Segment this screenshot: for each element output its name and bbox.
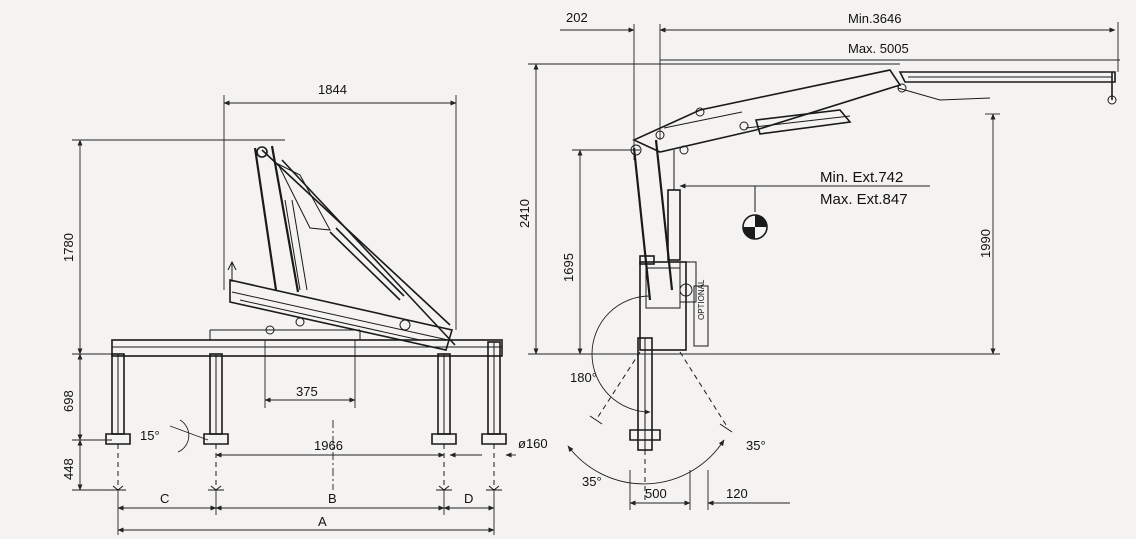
label-D: D xyxy=(464,491,473,506)
dim-375-label: 375 xyxy=(296,384,318,399)
dim-698-label: 698 xyxy=(61,390,76,412)
angle-15-label: 15° xyxy=(140,428,160,443)
base-beam xyxy=(111,329,503,357)
dim-1780: 1780 xyxy=(61,139,285,355)
dim-1695-label: 1695 xyxy=(561,253,576,282)
side-view: OPTIONAL xyxy=(517,10,1120,510)
label-A: A xyxy=(318,514,327,529)
optional-label: OPTIONAL xyxy=(697,279,706,320)
side-outrigger-leg xyxy=(629,337,661,500)
dim-bottom: C B D A xyxy=(117,490,495,535)
label-C: C xyxy=(160,491,169,506)
label-B: B xyxy=(328,491,337,506)
slewing-arc: 180° 35° 35° xyxy=(567,295,766,489)
dim-1844-label: 1844 xyxy=(318,82,347,97)
dim-2410: 2410 xyxy=(517,63,1000,355)
dim-1966: 1966 xyxy=(215,420,445,490)
angle-15: 15° xyxy=(140,419,209,453)
dim-1966-label: 1966 xyxy=(314,438,343,453)
dim-500-120: 500 120 xyxy=(629,470,790,510)
side-column: OPTIONAL xyxy=(630,139,709,351)
side-main-boom xyxy=(632,69,907,153)
dim-2410-label: 2410 xyxy=(517,199,532,228)
dim-max-ext-label: Max. Ext.847 xyxy=(820,191,908,208)
angle-35-right-label: 35° xyxy=(746,438,766,453)
angle-180-label: 180° xyxy=(570,370,597,385)
dim-ext: Min. Ext.742 Max. Ext.847 xyxy=(679,169,930,208)
dim-1844: 1844 xyxy=(223,82,457,330)
dim-dia-160: ø160 xyxy=(449,436,548,458)
dim-1990-label: 1990 xyxy=(978,229,993,258)
dim-375: 375 xyxy=(264,340,356,408)
dim-min-3646-label: Min.3646 xyxy=(848,11,901,26)
dim-120-label: 120 xyxy=(726,486,748,501)
dim-max-5005-label: Max. 5005 xyxy=(848,41,909,56)
angle-35-left-label: 35° xyxy=(582,474,602,489)
dim-min-ext-label: Min. Ext.742 xyxy=(820,169,903,186)
dim-1780-label: 1780 xyxy=(61,233,76,262)
dim-dia-160-label: ø160 xyxy=(518,436,548,451)
dim-202-label: 202 xyxy=(566,10,588,25)
outrigger-legs xyxy=(105,341,507,491)
dim-448-label: 448 xyxy=(61,458,76,480)
dim-1990: 1990 xyxy=(978,113,1000,355)
dim-698: 698 xyxy=(61,353,112,441)
dim-500-label: 500 xyxy=(645,486,667,501)
dim-202: 202 xyxy=(560,10,661,160)
side-extension xyxy=(897,71,1117,105)
crane-column xyxy=(253,145,456,346)
dim-1695: 1695 xyxy=(561,149,640,355)
dim-448: 448 xyxy=(61,439,110,491)
side-hook xyxy=(742,186,768,240)
folded-boom xyxy=(227,260,454,351)
dim-reach: Min.3646 Max. 5005 xyxy=(659,11,1120,72)
rear-view: 1844 1780 698 448 375 xyxy=(61,82,548,535)
